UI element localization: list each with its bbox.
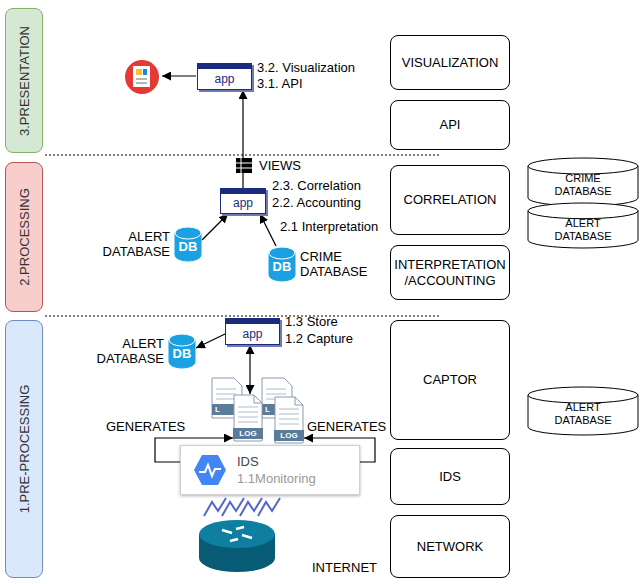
log-tag: LOG: [274, 430, 304, 441]
layer-band: 3.PRESENTATION: [5, 8, 43, 153]
app-label: app: [242, 328, 262, 341]
database-cylinder: DB: [168, 333, 196, 369]
signal-lines: [204, 498, 280, 516]
layer-label: CAPTOR: [423, 372, 477, 388]
app-box: app: [225, 318, 280, 345]
step-label: 2.2. Accounting: [272, 195, 361, 210]
step-label: 2.3. Correlation: [272, 178, 361, 193]
app-box: app: [220, 188, 266, 214]
database-cylinder: ALERT DATABASE: [527, 386, 639, 436]
log-file: LOG: [233, 394, 263, 442]
connector: [260, 214, 276, 246]
layer-divider: [45, 316, 440, 317]
layer-band: 2.PROCESSING: [5, 162, 43, 312]
database-tag: DB: [273, 260, 292, 274]
ids-title: IDS: [237, 453, 316, 470]
edge-label: GENERATES: [306, 419, 387, 434]
table-icon: [236, 158, 252, 173]
layer-box: CORRELATION: [390, 165, 510, 235]
step-label: VIEWS: [259, 158, 301, 173]
database-node: ALERT DATABASE DB: [88, 333, 196, 369]
step-label: 1.3 Store: [285, 314, 338, 329]
database-cylinder: DB: [268, 246, 296, 282]
database-tag: DB: [173, 347, 192, 361]
report-icon: [125, 60, 159, 94]
icon-letter: L: [215, 404, 220, 415]
app-label: app: [233, 197, 253, 210]
database-label: CRIME DATABASE: [547, 172, 619, 198]
layer-label: CORRELATION: [404, 192, 497, 208]
layer-box: API: [390, 100, 510, 150]
layer-label: INTERPRETATION /ACCOUNTING: [394, 257, 506, 289]
step-label: 3.1. API: [257, 76, 303, 91]
layer-box: IDS: [390, 448, 510, 505]
ids-box: IDS1.1Monitoring: [180, 445, 360, 495]
database-cylinder: CRIME DATABASE: [527, 157, 639, 207]
connector: [196, 334, 225, 348]
layer-box: VISUALIZATION: [390, 35, 510, 90]
database-label: ALERT DATABASE: [94, 229, 170, 259]
database-label: CRIME DATABASE: [300, 249, 376, 279]
database-label: ALERT DATABASE: [88, 336, 164, 366]
layer-label: NETWORK: [417, 539, 483, 555]
app-label: app: [214, 73, 234, 86]
layer-band: 1.PRE-PROCESSING: [5, 320, 43, 578]
connector: [202, 214, 228, 240]
edge-label: GENERATES: [105, 419, 186, 434]
log-tag: LOG: [233, 428, 263, 439]
step-label: INTERNET: [312, 560, 377, 575]
ids-subtitle: 1.1Monitoring: [237, 470, 316, 487]
band-title: 2.PROCESSING: [17, 188, 32, 286]
layer-label: IDS: [439, 469, 461, 485]
layer-divider: [45, 155, 440, 156]
database-tag: DB: [179, 240, 198, 254]
database-cylinder: DB: [174, 226, 202, 262]
layer-label: VISUALIZATION: [402, 55, 499, 71]
step-label: 2.1 Interpretation: [280, 219, 378, 234]
icon-letter: L: [265, 404, 270, 415]
cloud-icon: [193, 454, 227, 486]
step-label: 3.2. Visualization: [257, 60, 355, 75]
band-title: 3.PRESENTATION: [17, 25, 32, 135]
connector: [242, 90, 243, 188]
app-box: app: [197, 63, 252, 90]
database-label: ALERT DATABASE: [547, 217, 619, 243]
layer-box: NETWORK: [390, 515, 510, 578]
step-label: 1.2 Capture: [285, 331, 353, 346]
layer-box: INTERPRETATION /ACCOUNTING: [390, 245, 510, 300]
band-title: 1.PRE-PROCESSING: [17, 385, 32, 514]
database-cylinder: ALERT DATABASE: [527, 202, 639, 249]
ids-text: IDS1.1Monitoring: [237, 453, 316, 487]
router-icon: [199, 520, 275, 572]
log-file: LOG: [274, 396, 304, 444]
database-node: DB CRIME DATABASE: [268, 246, 376, 282]
layer-label: API: [440, 117, 461, 133]
database-node: ALERT DATABASE DB: [94, 226, 202, 262]
output-arrow: [162, 75, 196, 76]
database-label: ALERT DATABASE: [547, 401, 619, 427]
connector: [249, 345, 250, 394]
layer-box: CAPTOR: [390, 320, 510, 440]
